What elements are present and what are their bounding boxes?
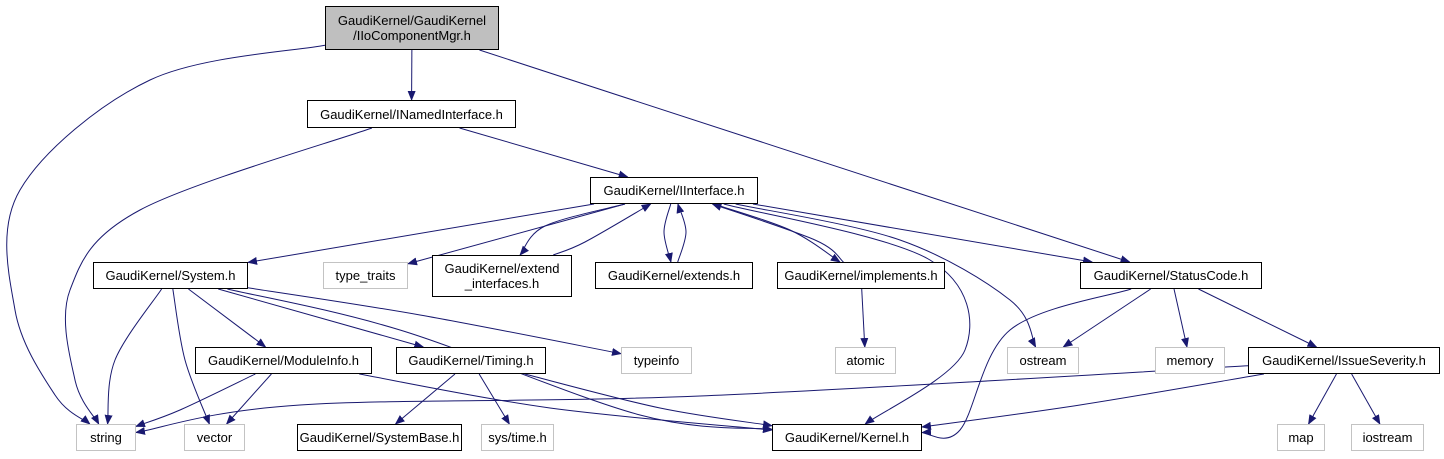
edge-system-moduleinfo — [188, 288, 267, 348]
node-label: typeinfo — [633, 353, 680, 368]
node-string: string — [76, 424, 136, 451]
node-label: sys/time.h — [488, 430, 547, 445]
edge-iinterface-implements — [713, 203, 841, 263]
node-kernel[interactable]: GaudiKernel/Kernel.h — [772, 424, 922, 451]
node-label: ostream — [1019, 353, 1067, 368]
node-extends[interactable]: GaudiKernel/extends.h — [595, 262, 753, 289]
edge-moduleinfo-vector — [225, 373, 272, 425]
edge-timing-kernel — [524, 373, 773, 429]
edge-timing-systime — [478, 373, 510, 425]
node-typeinfo: typeinfo — [621, 347, 692, 374]
edge-implements-atomic — [860, 288, 869, 348]
node-statuscode[interactable]: GaudiKernel/StatusCode.h — [1080, 262, 1262, 289]
edge-iinterface-extends — [663, 203, 673, 263]
edge-issueseverity-string — [135, 365, 1249, 435]
edge-issueseverity-kernel — [921, 373, 1264, 430]
node-label: GaudiKernel/StatusCode.h — [1093, 268, 1249, 283]
edge-extends-iinterface — [676, 203, 687, 263]
edge-main-statuscode — [479, 49, 1131, 264]
edge-system-timing — [218, 288, 425, 349]
node-label: string — [90, 430, 122, 445]
node-label: GaudiKernel/INamedInterface.h — [320, 106, 503, 122]
node-label: GaudiKernel/implements.h — [784, 268, 938, 283]
node-label: atomic — [846, 353, 885, 368]
edge-statuscode-memory — [1173, 288, 1189, 348]
node-label: GaudiKernel/ModuleInfo.h — [207, 353, 360, 368]
node-label: GaudiKernel/Timing.h — [408, 353, 534, 368]
node-moduleinfo[interactable]: GaudiKernel/ModuleInfo.h — [195, 347, 372, 374]
edge-implements-iinterface — [711, 203, 844, 263]
node-label: GaudiKernel/System.h — [105, 268, 236, 283]
node-label: memory — [1166, 353, 1214, 368]
node-memory: memory — [1155, 347, 1225, 374]
node-map: map — [1277, 424, 1325, 451]
edge-system-string — [104, 288, 163, 425]
node-label: GaudiKernel/extend — [444, 261, 560, 276]
node-system[interactable]: GaudiKernel/System.h — [93, 262, 248, 289]
node-label: GaudiKernel/Kernel.h — [784, 430, 910, 445]
node-label: /IIoComponentMgr.h — [353, 28, 471, 43]
edge-system-typeinfo — [247, 287, 622, 356]
edge-statuscode-ostream — [1062, 288, 1151, 348]
node-label: GaudiKernel/extends.h — [607, 268, 741, 283]
node-label: vector — [196, 430, 233, 445]
node-main: GaudiKernel/GaudiKernel/IIoComponentMgr.… — [325, 6, 499, 50]
node-type_traits: type_traits — [323, 262, 408, 289]
node-inamed[interactable]: GaudiKernel/INamedInterface.h — [307, 100, 516, 128]
node-extend_interfaces[interactable]: GaudiKernel/extend_interfaces.h — [432, 255, 572, 297]
node-iostream: iostream — [1351, 424, 1424, 451]
edge-issueseverity-map — [1308, 373, 1337, 425]
node-label: type_traits — [335, 268, 396, 283]
node-label: map — [1288, 430, 1314, 445]
edge-iinterface-kernel — [723, 203, 971, 425]
node-systembase[interactable]: GaudiKernel/SystemBase.h — [297, 424, 462, 451]
edge-moduleinfo-kernel — [359, 373, 773, 434]
edge-extend_interfaces-iinterface — [553, 203, 652, 256]
node-ostream: ostream — [1007, 347, 1079, 374]
node-label: GaudiKernel/SystemBase.h — [299, 430, 460, 445]
node-iinterface[interactable]: GaudiKernel/IInterface.h — [590, 177, 758, 204]
edge-issueseverity-iostream — [1351, 373, 1381, 425]
node-label: GaudiKernel/IssueSeverity.h — [1262, 353, 1426, 368]
node-label: iostream — [1362, 430, 1413, 445]
edge-timing-systembase — [394, 373, 456, 425]
node-implements[interactable]: GaudiKernel/implements.h — [777, 262, 945, 289]
node-label: GaudiKernel/GaudiKernel — [337, 13, 487, 28]
edge-moduleinfo-string — [135, 373, 256, 427]
node-vector: vector — [184, 424, 245, 451]
edge-iinterface-statuscode — [752, 203, 1094, 265]
node-label: GaudiKernel/IInterface.h — [603, 183, 745, 198]
edge-iinterface-extend_interfaces — [519, 203, 626, 256]
node-timing[interactable]: GaudiKernel/Timing.h — [396, 347, 546, 374]
node-label: _interfaces.h — [464, 276, 540, 291]
node-issueseverity[interactable]: GaudiKernel/IssueSeverity.h — [1248, 347, 1440, 374]
node-systime: sys/time.h — [481, 424, 554, 451]
edge-inamed-iinterface — [459, 127, 629, 179]
edge-statuscode-issueseverity — [1198, 288, 1318, 348]
edge-iinterface-system — [247, 203, 595, 265]
node-atomic: atomic — [835, 347, 896, 374]
